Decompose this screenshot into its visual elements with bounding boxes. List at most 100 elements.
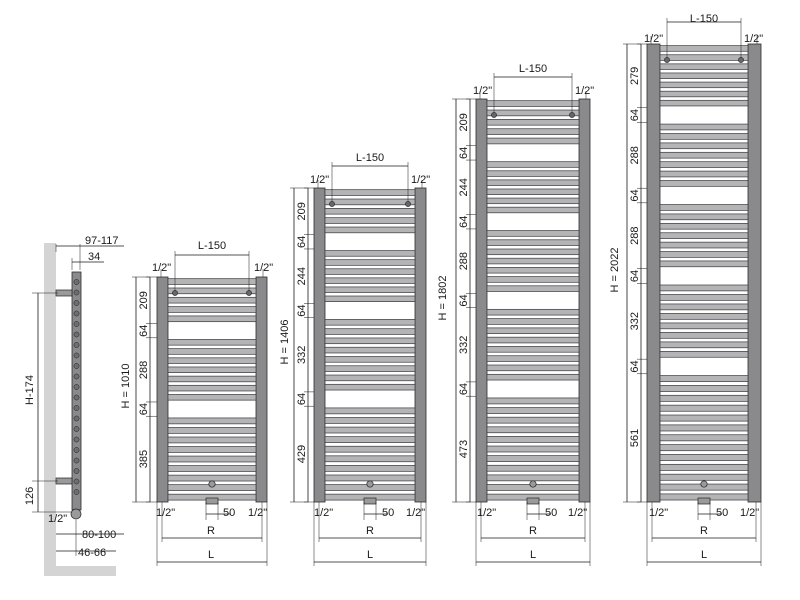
towel-bar — [659, 404, 749, 412]
side-profile-tube — [71, 271, 82, 511]
towel-bar — [167, 287, 257, 295]
side-bar-end — [73, 394, 80, 401]
valve-spacing-label: 50 — [223, 507, 235, 519]
towel-bar — [659, 332, 749, 339]
segment-label: 288 — [458, 252, 470, 270]
towel-bar — [659, 284, 749, 292]
valve-spacing-label: 50 — [382, 507, 394, 519]
segment-label: 279 — [629, 67, 641, 85]
towel-bar — [324, 445, 416, 453]
segment-label: 64 — [458, 147, 470, 159]
towel-bar — [486, 197, 580, 205]
side-bottom-bracket — [55, 477, 73, 485]
left-post — [156, 276, 169, 503]
l-dimension-label: L — [208, 549, 214, 561]
towel-bar — [167, 296, 257, 304]
towel-bar — [659, 434, 749, 442]
towel-bar — [486, 327, 580, 334]
towel-bar — [324, 356, 416, 363]
towel-bar — [324, 436, 416, 443]
towel-bar — [324, 328, 416, 335]
towel-bar — [486, 285, 580, 292]
towel-bar — [659, 294, 749, 301]
top-spacing-label: L-150 — [198, 240, 226, 252]
towel-bar — [659, 133, 749, 140]
top-pipe-left-label: 1/2" — [152, 262, 171, 274]
towel-bar — [324, 277, 416, 284]
r-dimension-label: R — [207, 525, 215, 537]
side-top-bracket — [55, 289, 73, 297]
towel-bar — [659, 180, 749, 187]
side-bar-end — [73, 310, 80, 317]
top-connection — [491, 112, 497, 118]
towel-bar — [486, 318, 580, 325]
towel-bar — [167, 446, 257, 453]
towel-bar — [486, 407, 580, 414]
towel-bar — [486, 308, 580, 316]
towel-bar — [324, 189, 416, 196]
towel-bar — [486, 257, 580, 265]
segment-label: 561 — [629, 429, 641, 447]
towel-bar — [659, 322, 749, 330]
top-pipe-right-label: 1/2" — [254, 262, 273, 274]
wall — [44, 243, 56, 575]
towel-bar — [324, 417, 416, 424]
towel-bar — [659, 222, 749, 230]
towel-bar — [324, 407, 416, 415]
side-bar-end — [73, 447, 80, 453]
segment-label: 64 — [629, 270, 641, 282]
towel-bar — [167, 366, 257, 373]
towel-bar — [486, 355, 580, 362]
top-connection — [329, 201, 335, 207]
towel-bar — [659, 303, 749, 311]
bottom-pipe-right-label: 1/2" — [248, 507, 267, 519]
towel-bar — [486, 100, 580, 107]
towel-bar — [486, 119, 580, 126]
towel-bar — [659, 444, 749, 452]
towel-bar — [486, 474, 580, 482]
towel-bar — [486, 416, 580, 424]
height-label: H = 1010 — [120, 364, 132, 409]
towel-bar — [486, 206, 580, 214]
side-offset-b-label: 46-66 — [78, 547, 106, 559]
towel-bar — [659, 204, 749, 211]
towel-bar — [486, 109, 580, 117]
side-bar-end — [73, 489, 80, 495]
segment-label: 209 — [296, 202, 308, 220]
segment-labels: 209 64 244 64 332 64 429 — [296, 202, 308, 463]
towel-bar — [167, 384, 257, 392]
segment-label: 64 — [458, 294, 470, 306]
towel-bar — [324, 365, 416, 372]
towel-bar — [167, 315, 257, 323]
side-width-total-label: 97-117 — [85, 235, 118, 247]
towel-bar — [659, 45, 749, 52]
towel-bar — [324, 383, 416, 391]
towel-bar — [659, 394, 749, 402]
towel-bar — [659, 241, 749, 249]
side-bottom-valve — [70, 508, 82, 520]
segment-label: 209 — [138, 291, 150, 309]
towel-bar — [659, 99, 749, 107]
towel-bar — [486, 239, 580, 246]
l-dimension-label: L — [367, 549, 373, 561]
radiator-h1802: L-150 1/2" 1/2" H = 1802 1/2" 1/2" 50 R … — [437, 63, 594, 566]
segment-label: 64 — [296, 236, 308, 248]
towel-bar — [486, 230, 580, 237]
segment-labels: 209 64 244 64 288 64 332 64 473 — [458, 113, 470, 458]
towel-bar — [324, 226, 416, 234]
left-post — [475, 98, 488, 503]
top-connection — [738, 57, 744, 63]
towel-bar — [324, 268, 416, 275]
towel-bar — [324, 198, 416, 206]
bottom-valve — [700, 480, 708, 488]
towel-bar — [486, 426, 580, 434]
towel-bar — [324, 250, 416, 257]
side-bar-end — [73, 468, 80, 474]
towel-bar — [167, 394, 257, 401]
towel-bar — [659, 54, 749, 61]
segment-label: 288 — [138, 361, 150, 379]
towel-bar — [659, 351, 749, 358]
right-post — [747, 43, 762, 503]
floor — [44, 566, 116, 576]
